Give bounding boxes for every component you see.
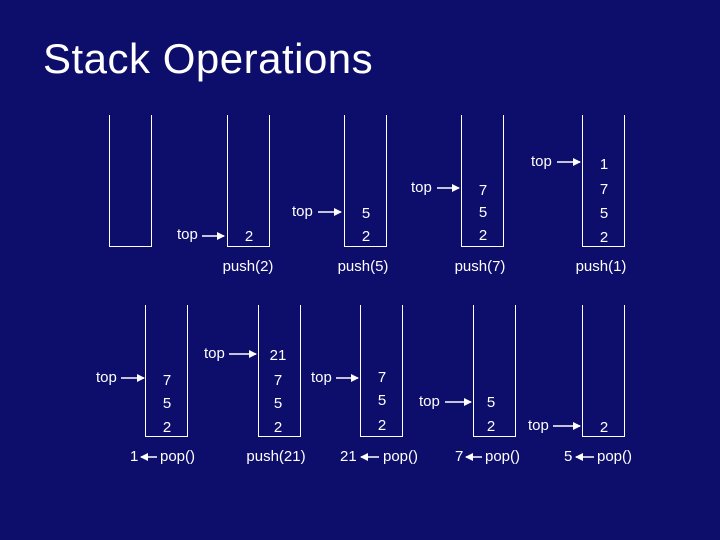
top-label: top bbox=[177, 226, 198, 243]
operation-label: push(7) bbox=[454, 258, 506, 275]
stack-empty bbox=[109, 115, 152, 247]
operation-label: push(5) bbox=[337, 258, 389, 275]
operation-label: pop() bbox=[383, 448, 419, 465]
stack-value: 5 bbox=[162, 395, 172, 412]
top-label: top bbox=[419, 393, 440, 410]
stack-value: 7 bbox=[273, 372, 283, 389]
stack-value: 21 bbox=[269, 347, 287, 364]
stack-value: 5 bbox=[361, 205, 371, 222]
stack-value: 2 bbox=[273, 419, 283, 436]
stack-value: 5 bbox=[377, 392, 387, 409]
top-label: top bbox=[204, 345, 225, 362]
stack-after-push-21 bbox=[258, 305, 301, 437]
stack-after-pop-7 bbox=[473, 305, 516, 437]
stack-after-pop-21 bbox=[360, 305, 403, 437]
stack-value: 5 bbox=[486, 394, 496, 411]
stack-value: 2 bbox=[361, 228, 371, 245]
stack-after-push-2 bbox=[227, 115, 270, 247]
stack-value: 5 bbox=[478, 204, 488, 221]
stack-value: 7 bbox=[599, 181, 609, 198]
top-label: top bbox=[411, 179, 432, 196]
stack-value: 2 bbox=[478, 227, 488, 244]
stack-after-pop-1 bbox=[145, 305, 188, 437]
returned-value: 21 bbox=[340, 448, 357, 465]
top-label: top bbox=[292, 203, 313, 220]
returned-value: 5 bbox=[564, 448, 573, 465]
operation-label: pop() bbox=[485, 448, 521, 465]
stack-value: 7 bbox=[162, 372, 172, 389]
returned-value: 1 bbox=[130, 448, 139, 465]
stack-after-push-7 bbox=[461, 115, 504, 247]
top-label: top bbox=[96, 369, 117, 386]
stack-value: 2 bbox=[599, 419, 609, 436]
stack-after-push-5 bbox=[344, 115, 387, 247]
top-label: top bbox=[528, 417, 549, 434]
operation-label: push(2) bbox=[222, 258, 274, 275]
returned-value: 7 bbox=[455, 448, 464, 465]
operation-label: push(1) bbox=[575, 258, 627, 275]
stack-value: 5 bbox=[273, 395, 283, 412]
stack-value: 7 bbox=[478, 182, 488, 199]
stack-after-push-1 bbox=[582, 115, 625, 247]
stack-after-pop-5 bbox=[582, 305, 625, 437]
operation-label: pop() bbox=[597, 448, 633, 465]
stack-value: 1 bbox=[599, 156, 609, 173]
stack-value: 2 bbox=[377, 417, 387, 434]
operation-label: pop() bbox=[160, 448, 196, 465]
stack-value: 2 bbox=[244, 228, 254, 245]
slide-title: Stack Operations bbox=[43, 35, 374, 82]
top-label: top bbox=[311, 369, 332, 386]
stack-value: 7 bbox=[377, 369, 387, 386]
stack-value: 2 bbox=[486, 418, 496, 435]
stack-value: 5 bbox=[599, 205, 609, 222]
stack-value: 2 bbox=[162, 419, 172, 436]
top-label: top bbox=[531, 153, 552, 170]
operation-label: push(21) bbox=[246, 448, 306, 465]
stack-value: 2 bbox=[599, 229, 609, 246]
